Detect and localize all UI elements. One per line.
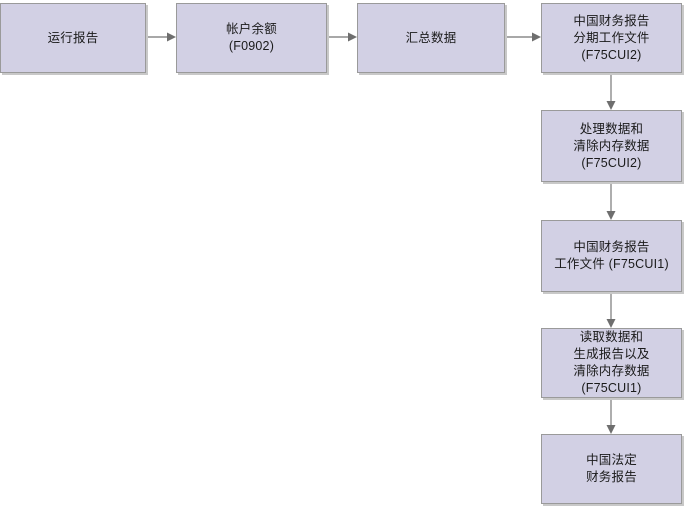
- process-node-label: 汇总数据: [405, 30, 457, 45]
- process-node-china-report-workfile: 中国财务报告 工作文件 (F75CUI1): [541, 220, 682, 292]
- process-node-run-report: 运行报告: [0, 3, 146, 73]
- process-node-label: 中国财务报告 工作文件 (F75CUI1): [554, 240, 669, 271]
- process-node-label: 中国法定 财务报告: [586, 453, 637, 484]
- process-node-china-statutory-report: 中国法定 财务报告: [541, 434, 682, 504]
- process-node-label: 运行报告: [47, 30, 99, 45]
- flow-arrow-summarize-data-to-china-report-staged-workfile: [505, 29, 541, 45]
- process-node-label: 读取数据和 生成报告以及 清除内存数据 (F75CUI1): [573, 330, 650, 395]
- flow-arrow-read-generate-clear-f75cui1-to-china-statutory-report: [603, 398, 619, 434]
- process-node-read-generate-clear-f75cui1: 读取数据和 生成报告以及 清除内存数据 (F75CUI1): [541, 328, 682, 398]
- process-node-account-balance: 帐户余额 (F0902): [176, 3, 327, 73]
- process-node-china-report-staged-workfile: 中国财务报告 分期工作文件 (F75CUI2): [541, 3, 682, 73]
- flow-arrow-china-report-staged-workfile-to-process-and-clear-f75cui2: [603, 73, 619, 110]
- process-node-label: 处理数据和 清除内存数据 (F75CUI2): [573, 121, 650, 170]
- flow-arrow-china-report-workfile-to-read-generate-clear-f75cui1: [603, 292, 619, 328]
- process-node-summarize-data: 汇总数据: [357, 3, 505, 73]
- flow-arrow-process-and-clear-f75cui2-to-china-report-workfile: [603, 182, 619, 220]
- process-node-label: 帐户余额 (F0902): [226, 22, 277, 53]
- flow-arrow-run-report-to-account-balance: [146, 29, 176, 45]
- process-node-label: 中国财务报告 分期工作文件 (F75CUI2): [573, 13, 650, 62]
- process-node-process-and-clear-f75cui2: 处理数据和 清除内存数据 (F75CUI2): [541, 110, 682, 182]
- flow-arrow-account-balance-to-summarize-data: [327, 29, 357, 45]
